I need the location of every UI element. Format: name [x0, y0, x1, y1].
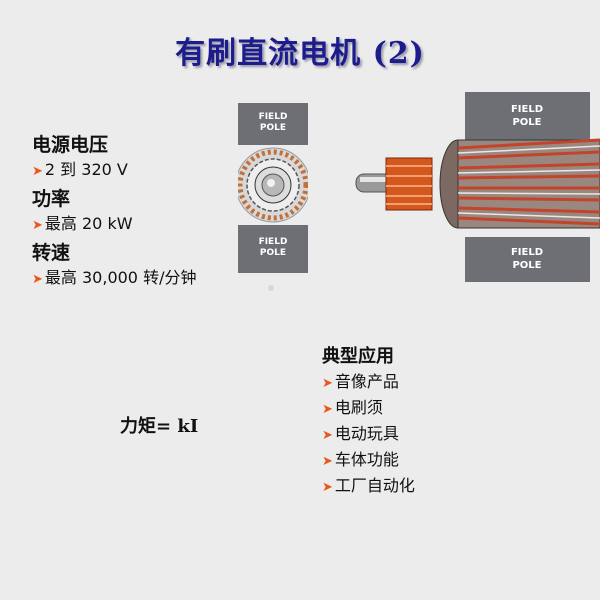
arrow-right-icon: ➤: [322, 376, 333, 391]
specs-list: 电源电压 ➤2 到 320 V 功率 ➤最高 20 kW 转速 ➤最高 30,0…: [32, 132, 196, 294]
application-item: ➤电动玩具: [322, 424, 399, 443]
field-pole-bottom-large: [465, 237, 590, 282]
application-item: ➤工厂自动化: [322, 476, 415, 495]
svg-text:POLE: POLE: [512, 260, 541, 271]
svg-text:FIELD: FIELD: [259, 237, 288, 247]
arrow-right-icon: ➤: [322, 402, 333, 417]
arrow-right-icon: ➤: [322, 428, 333, 443]
arrow-right-icon: ➤: [322, 454, 333, 469]
motor-cross-section-diagram: FIELD POLE FIELD POLE: [238, 103, 308, 273]
spec-value-speed: ➤最高 30,000 转/分钟: [32, 268, 197, 287]
arrow-right-icon: ➤: [32, 164, 43, 179]
small-dot: [268, 285, 274, 291]
torque-formula: 力矩= kI: [120, 416, 199, 437]
spec-heading-speed: 转速: [32, 242, 71, 264]
spec-value-voltage: ➤2 到 320 V: [32, 160, 128, 179]
arrow-right-icon: ➤: [32, 272, 43, 287]
applications-heading: 典型应用: [322, 346, 394, 367]
arrow-right-icon: ➤: [322, 480, 333, 495]
motor-armature-diagram: FIELD POLE FIELD POLE: [355, 92, 600, 282]
svg-text:FIELD: FIELD: [511, 104, 543, 115]
svg-text:FIELD: FIELD: [511, 247, 543, 258]
spec-heading-power: 功率: [32, 188, 71, 210]
svg-text:FIELD: FIELD: [259, 112, 288, 122]
spec-heading-voltage: 电源电压: [32, 134, 109, 156]
svg-text:POLE: POLE: [260, 248, 286, 258]
application-item: ➤车体功能: [322, 450, 399, 469]
spec-value-power: ➤最高 20 kW: [32, 214, 133, 233]
applications-list: 典型应用 ➤音像产品 ➤电刷须 ➤电动玩具 ➤车体功能 ➤工厂自动化: [322, 344, 415, 500]
slide-title: 有刷直流电机 (2): [175, 36, 425, 71]
field-pole-top-small: [238, 103, 308, 145]
svg-text:POLE: POLE: [512, 117, 541, 128]
application-item: ➤电刷须: [322, 398, 383, 417]
arrow-right-icon: ➤: [32, 218, 43, 233]
field-pole-top-large: [465, 92, 590, 140]
application-item: ➤音像产品: [322, 372, 399, 391]
svg-text:POLE: POLE: [260, 123, 286, 133]
field-pole-bottom-small: [238, 225, 308, 273]
